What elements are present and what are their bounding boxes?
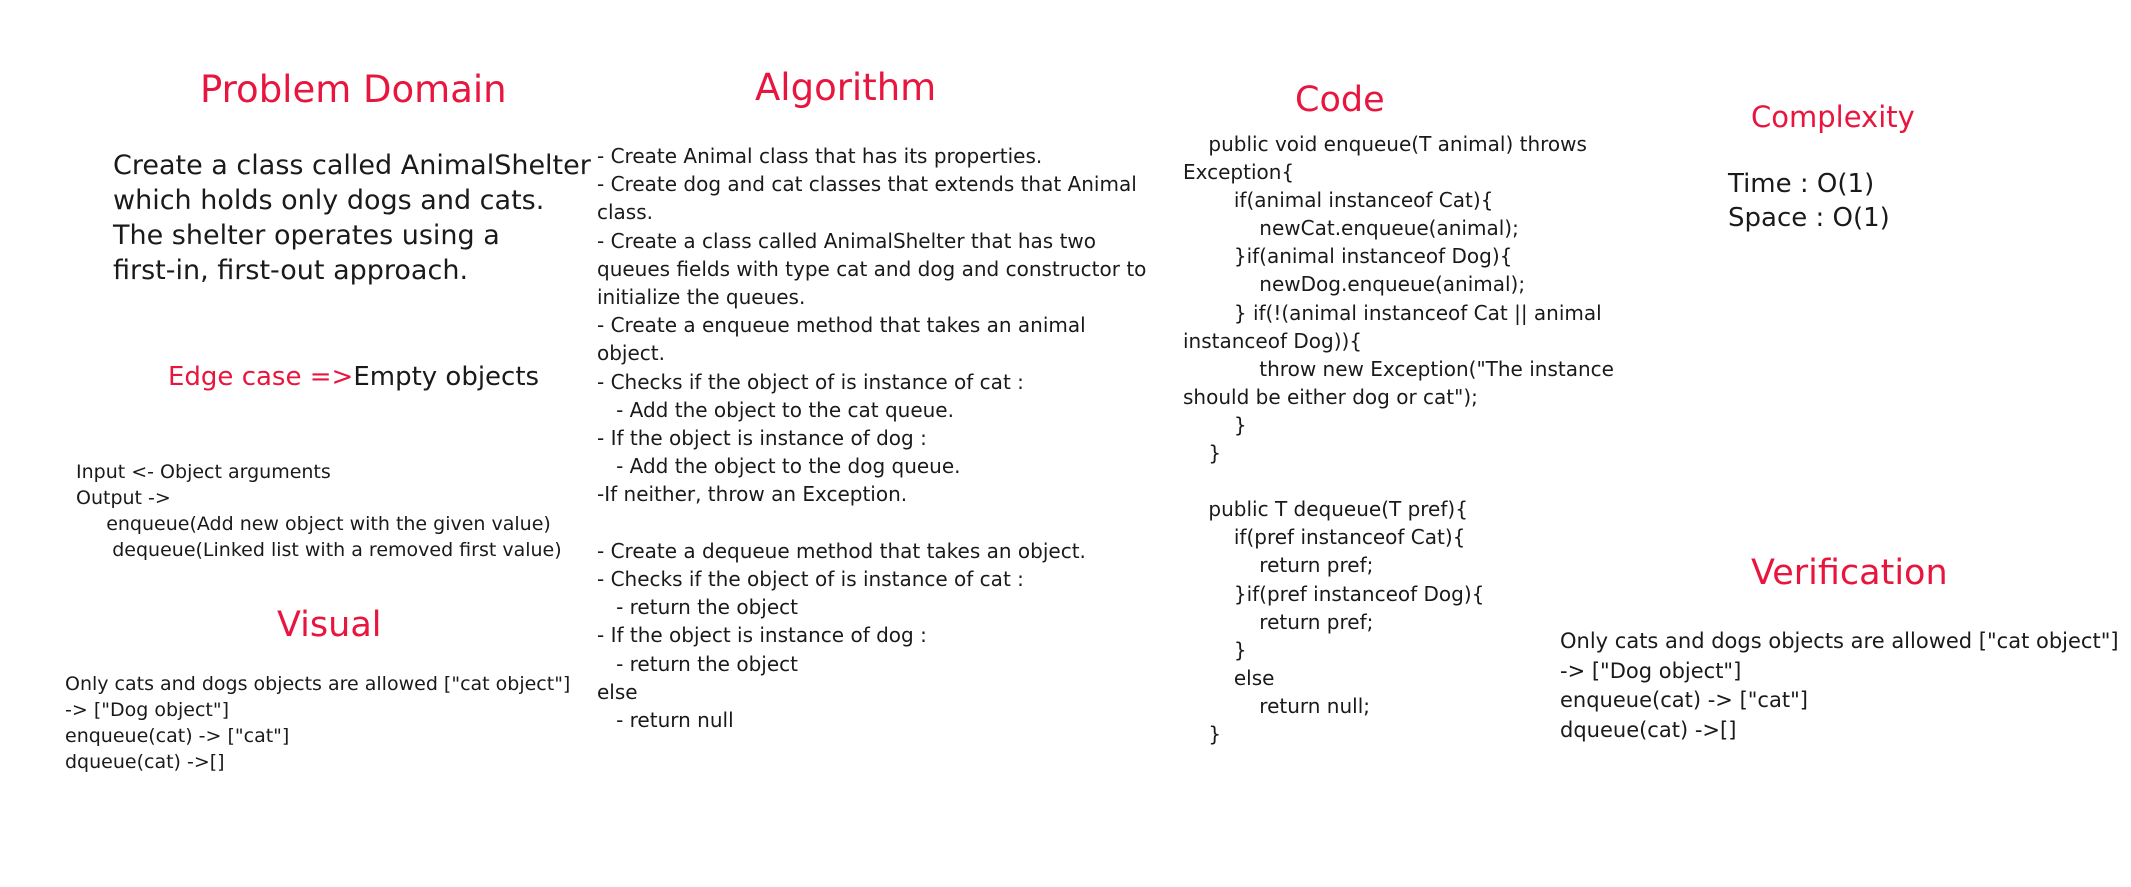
algorithm-line: - Create dog and cat classes that extend… [597,172,1137,197]
verification-line: Only cats and dogs objects are allowed [… [1560,629,2119,653]
algorithm-line: - Add the object to the dog queue. [597,454,961,479]
algorithm-line: object. [597,341,665,366]
algorithm-steps: - Create Animal class that has its prope… [597,142,1146,734]
visual-heading: Visual [277,605,382,645]
code-line: } [1183,637,1247,662]
algorithm-line: queues fields with type cat and dog and … [597,256,1147,281]
io-line: Output -> [76,487,171,509]
problem-domain-line: first-in, first-out approach. [113,255,469,286]
complexity-heading: Complexity [1751,100,1915,134]
code-line: if(animal instanceof Cat){ [1183,188,1494,213]
algorithm-line: - return null [597,708,734,733]
algorithm-line: - If the object is instance of dog : [597,426,927,451]
verification-text: Only cats and dogs objects are allowed [… [1560,627,2119,745]
io-line: enqueue(Add new object with the given va… [76,513,551,535]
verification-heading: Verification [1751,553,1948,593]
algorithm-heading: Algorithm [755,66,937,109]
algorithm-line: -If neither, throw an Exception. [597,482,908,507]
edge-case-label: Edge case => [168,362,354,392]
problem-domain-line: which holds only dogs and cats. [113,185,545,216]
algorithm-line: - Checks if the object of is instance of… [597,369,1024,394]
io-line: dequeue(Linked list with a removed first… [76,539,562,561]
algorithm-line: else [597,679,638,704]
code-heading: Code [1295,80,1385,120]
algorithm-line: - Create a dequeue method that takes an … [597,538,1086,563]
verification-line: dqueue(cat) ->[] [1560,717,1737,742]
algorithm-line: ​ [597,509,1146,537]
code-line: } if(!(animal instanceof Cat || animal [1183,300,1602,325]
algorithm-line: - return the object [597,595,798,620]
complexity-space: Space : O(1) [1728,203,1890,233]
code-line: newDog.enqueue(animal); [1183,272,1526,297]
algorithm-line: initialize the queues. [597,285,806,310]
code-line: }if(animal instanceof Dog){ [1183,244,1513,269]
algorithm-line: - If the object is instance of dog : [597,623,927,648]
algorithm-line: - Create Animal class that has its prope… [597,144,1043,168]
algorithm-line: - Create a enqueue method that takes an … [597,313,1086,338]
edge-case-value: Empty objects [353,362,540,392]
visual-text: Only cats and dogs objects are allowed [… [65,671,570,775]
code-line: ​ [1183,467,1614,495]
visual-line: dqueue(cat) ->[] [65,751,225,773]
code-line: instanceof Dog)){ [1183,328,1363,353]
verification-line: -> ["Dog object"] [1560,658,1742,683]
input-output-description: Input <- Object arguments Output -> enqu… [76,459,562,563]
edge-case: Edge case =>Empty objects [168,362,539,392]
algorithm-line: - return the object [597,651,798,676]
code-line: return pref; [1183,609,1374,634]
io-line: Input <- Object arguments [76,461,331,483]
problem-domain-text: Create a class called AnimalShelter whic… [113,148,591,288]
algorithm-line: - Checks if the object of is instance of… [597,567,1024,592]
visual-line: enqueue(cat) -> ["cat"] [65,725,290,747]
code-line: should be either dog or cat"); [1183,384,1478,409]
code-listing: public void enqueue(T animal) throws Exc… [1183,130,1614,748]
code-line: Exception{ [1183,160,1295,185]
code-line: }if(pref instanceof Dog){ [1183,581,1485,606]
problem-domain-line: Create a class called AnimalShelter [113,150,591,181]
visual-line: -> ["Dog object"] [65,699,230,721]
code-line: if(pref instanceof Cat){ [1183,525,1466,550]
code-line: public T dequeue(T pref){ [1183,497,1468,522]
code-line: public void enqueue(T animal) throws [1183,132,1587,156]
code-line: throw new Exception("The instance [1183,356,1614,381]
code-line: return null; [1183,693,1371,718]
code-line: } [1183,721,1222,746]
algorithm-line: - Create a class called AnimalShelter th… [597,228,1097,253]
complexity-time: Time : O(1) [1728,169,1875,199]
verification-line: enqueue(cat) -> ["cat"] [1560,688,1808,712]
visual-line: Only cats and dogs objects are allowed [… [65,673,571,695]
code-line: } [1183,412,1247,437]
algorithm-line: class. [597,200,654,225]
code-line: } [1183,441,1222,466]
code-line: return pref; [1183,553,1374,578]
code-line: else [1183,665,1275,690]
problem-domain-heading: Problem Domain [200,68,507,111]
complexity-text: Time : O(1) Space : O(1) [1728,167,1890,235]
code-line: newCat.enqueue(animal); [1183,216,1519,241]
algorithm-line: - Add the object to the cat queue. [597,397,954,422]
problem-domain-line: The shelter operates using a [113,220,500,251]
